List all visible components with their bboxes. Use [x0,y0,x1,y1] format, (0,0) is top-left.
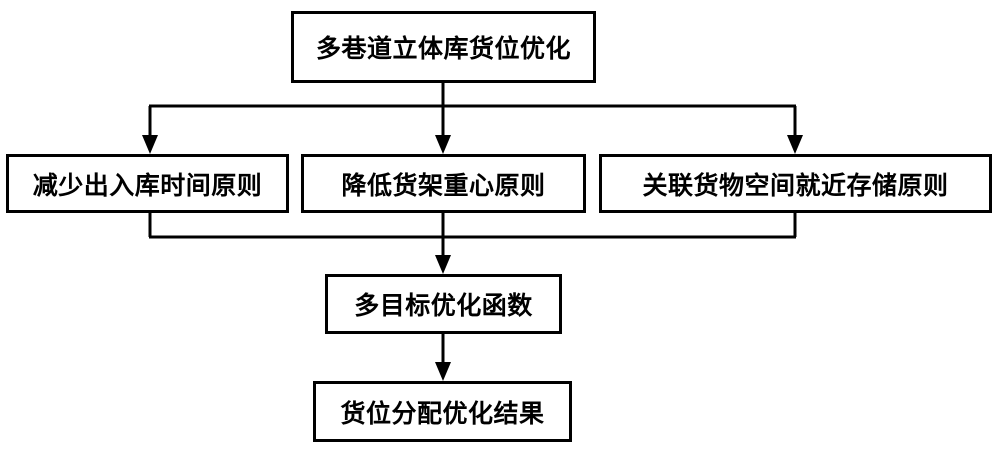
principle-node-related-goods: 关联货物空间就近存储原则 [599,154,992,213]
principle-node-center-of-gravity: 降低货架重心原则 [301,154,586,213]
principle-node-time: 减少出入库时间原则 [6,154,289,213]
arrowhead-3 [787,135,803,154]
arrowhead-result [435,362,451,381]
arrowhead-1 [142,135,158,154]
root-node: 多巷道立体库货位优化 [291,11,596,83]
arrowhead-objective [435,255,451,274]
result-node: 货位分配优化结果 [313,381,572,442]
arrowhead-2 [435,135,451,154]
objective-function-node: 多目标优化函数 [325,274,562,334]
